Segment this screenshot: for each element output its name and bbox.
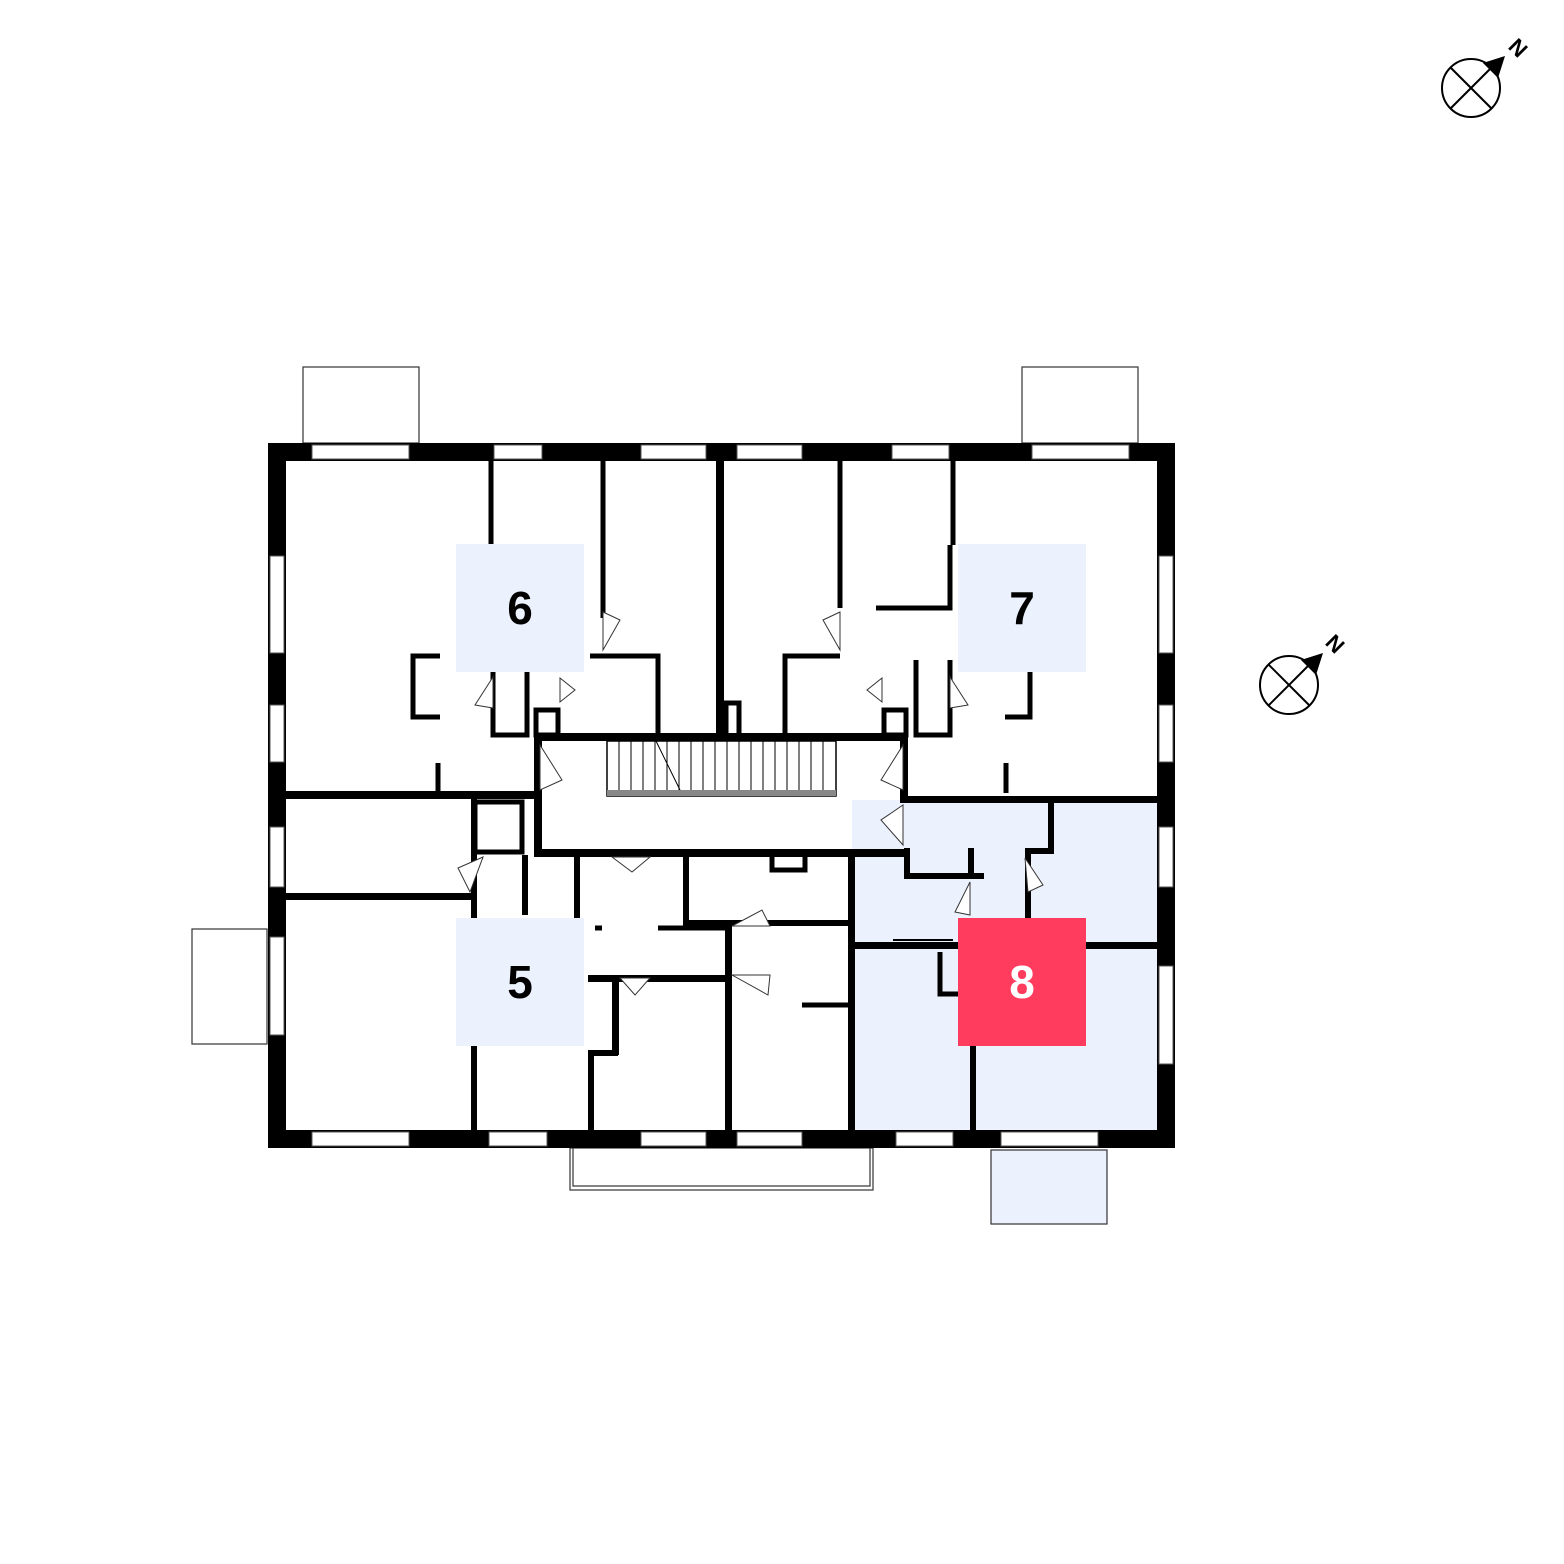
staircase [606, 740, 837, 797]
compass-top: N [1441, 34, 1533, 118]
unit-6-badge[interactable]: 6 [456, 544, 584, 672]
windows [269, 444, 1174, 1147]
unit-6-label: 6 [507, 582, 533, 634]
doors [457, 611, 1044, 996]
north-arrow-icon [1483, 56, 1505, 78]
unit-8-label: 8 [1009, 956, 1035, 1008]
compass-north-label: N [1504, 34, 1533, 63]
unit-7-badge[interactable]: 7 [958, 544, 1086, 672]
unit-5-label: 5 [507, 956, 533, 1008]
unit-7-label: 7 [1009, 582, 1035, 634]
unit-8-badge[interactable]: 8 [958, 918, 1086, 1046]
unit-5-badge[interactable]: 5 [456, 918, 584, 1046]
balconies [191, 366, 1139, 1191]
compass-north-label: N [1321, 630, 1350, 659]
north-arrow-icon [1301, 653, 1323, 675]
compass-middle: N [1259, 630, 1350, 715]
